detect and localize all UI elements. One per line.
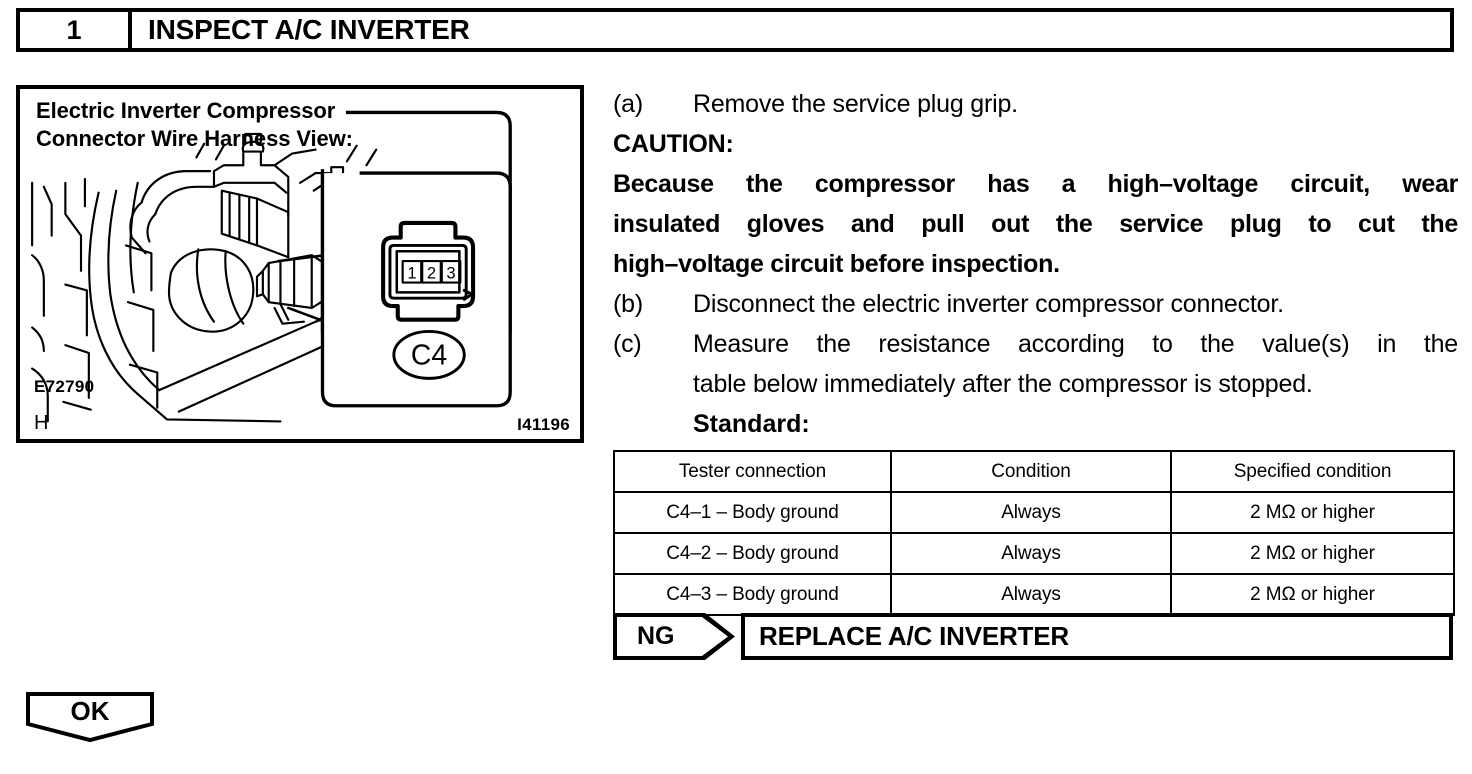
cell-specified-condition: 2 MΩ or higher: [1170, 532, 1455, 575]
instruction-list: (a) Remove the service plug grip. CAUTIO…: [613, 84, 1458, 444]
ng-action-box: REPLACE A/C INVERTER: [741, 613, 1453, 660]
instruction-step-c-cont: table below immediately after the compre…: [613, 364, 1458, 404]
cell-specified-condition: 2 MΩ or higher: [1170, 573, 1455, 616]
cell-tester-connection: C4–2 – Body ground: [613, 532, 892, 575]
standard-label: Standard:: [693, 410, 810, 438]
connector-pinout-diagram: 1 2 3 C4: [381, 220, 476, 380]
ng-tag-fill: [617, 617, 728, 656]
step-c-text-line-2: table below immediately after the compre…: [693, 370, 1313, 398]
sheet-code: H: [34, 412, 49, 434]
caution-line-2: insulated gloves and pull out the servic…: [613, 210, 1458, 238]
caution-line-1: Because the compressor has a high–voltag…: [613, 170, 1458, 198]
table-row: C4–1 – Body ground Always 2 MΩ or higher: [613, 491, 1455, 534]
column-header-specified-condition: Specified condition: [1170, 450, 1455, 493]
step-c-continuation-spacer: [613, 364, 693, 404]
instruction-step-c: (c) Measure the resistance according to …: [613, 324, 1458, 364]
ng-tag: NG: [613, 613, 735, 660]
image-code: I41196: [517, 415, 570, 434]
cell-tester-connection: C4–1 – Body ground: [613, 491, 892, 534]
figure-code: E72790: [34, 377, 95, 396]
connector-pin-1: 1: [407, 264, 416, 283]
instruction-step-a: (a) Remove the service plug grip.: [613, 84, 1458, 124]
illustration-title-line2: Connector Wire Harness View:: [36, 125, 353, 151]
table-row: C4–2 – Body ground Always 2 MΩ or higher: [613, 532, 1455, 575]
instruction-step-b: (b) Disconnect the electric inverter com…: [613, 284, 1458, 324]
ng-action-label: REPLACE A/C INVERTER: [759, 621, 1069, 651]
connector-pin-3: 3: [446, 264, 455, 283]
cell-specified-condition: 2 MΩ or higher: [1170, 491, 1455, 534]
ok-tag-label: OK: [70, 695, 110, 726]
ok-tag: OK: [26, 692, 154, 744]
caution-line-3: high–voltage circuit before inspection.: [613, 250, 1060, 278]
caution-heading: CAUTION:: [613, 130, 734, 158]
ng-tag-label: NG: [637, 622, 675, 650]
step-c-label: (c): [613, 330, 642, 358]
step-c-text-line-1: Measure the resistance according to the …: [693, 330, 1458, 358]
illustration-title: Electric Inverter Compressor Connector W…: [36, 97, 456, 153]
specification-table: Tester connection Condition Specified co…: [613, 450, 1455, 616]
ng-result-row: NG REPLACE A/C INVERTER: [613, 613, 1453, 660]
table-header-row: Tester connection Condition Specified co…: [613, 450, 1455, 493]
step-b-text: Disconnect the electric inverter compres…: [693, 290, 1284, 318]
step-number: 1: [20, 12, 132, 48]
table-row: C4–3 – Body ground Always 2 MΩ or higher: [613, 573, 1455, 616]
connector-pin-2: 2: [427, 264, 436, 283]
column-header-condition: Condition: [890, 450, 1172, 493]
column-header-tester-connection: Tester connection: [613, 450, 892, 493]
cell-condition: Always: [890, 532, 1172, 575]
step-b-label: (b): [613, 290, 643, 318]
step-a-label: (a): [613, 90, 643, 118]
step-a-text: Remove the service plug grip.: [693, 90, 1018, 118]
caution-body: Because the compressor has a high–voltag…: [613, 164, 1458, 284]
cell-condition: Always: [890, 573, 1172, 616]
ok-tag-shape: [26, 692, 154, 743]
illustration-panel: Electric Inverter Compressor Connector W…: [16, 85, 584, 443]
step-header-bar: 1 INSPECT A/C INVERTER: [16, 8, 1454, 52]
step-title: INSPECT A/C INVERTER: [148, 14, 470, 45]
illustration-title-line1: Electric Inverter Compressor: [36, 98, 336, 123]
cell-condition: Always: [890, 491, 1172, 534]
cell-tester-connection: C4–3 – Body ground: [613, 573, 892, 616]
engine-bay-line-drawing: [31, 132, 425, 423]
connector-id-label: C4: [411, 340, 447, 372]
